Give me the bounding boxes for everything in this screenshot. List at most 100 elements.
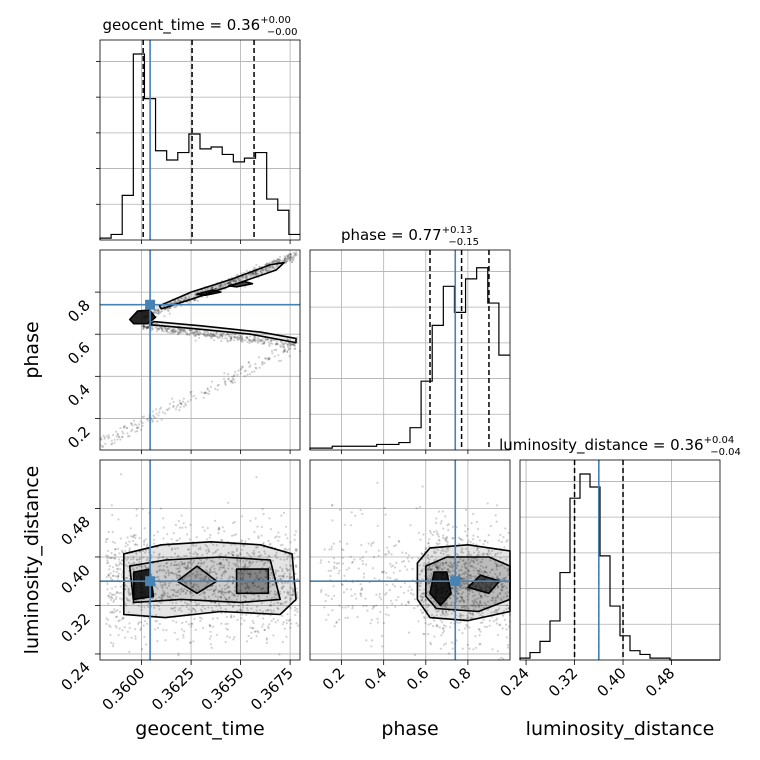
x-axis-label-luminosity_distance: luminosity_distance bbox=[526, 718, 715, 740]
sample-point bbox=[233, 593, 236, 597]
sample-point bbox=[235, 533, 238, 536]
sample-point bbox=[267, 358, 270, 361]
sample-point bbox=[129, 527, 132, 530]
sample-point bbox=[365, 639, 368, 642]
sample-point bbox=[255, 476, 258, 479]
sample-point bbox=[206, 333, 209, 336]
sample-point bbox=[289, 541, 292, 544]
sample-point bbox=[126, 557, 130, 560]
sample-point bbox=[254, 272, 257, 275]
sample-point bbox=[208, 334, 211, 338]
sample-point bbox=[227, 564, 230, 567]
sample-point bbox=[479, 630, 482, 633]
sample-point bbox=[393, 585, 396, 588]
sample-point bbox=[279, 566, 282, 569]
sample-point bbox=[474, 635, 477, 638]
sample-point bbox=[475, 646, 478, 650]
sample-point bbox=[421, 485, 424, 488]
sample-point bbox=[161, 594, 164, 597]
sample-point bbox=[171, 328, 174, 331]
sample-point bbox=[147, 605, 150, 609]
sample-point bbox=[202, 396, 205, 399]
sample-point bbox=[177, 519, 180, 523]
sample-point bbox=[293, 538, 296, 542]
sample-point bbox=[247, 572, 250, 575]
sample-point bbox=[101, 445, 104, 448]
sample-point bbox=[268, 357, 271, 360]
sample-point bbox=[187, 400, 190, 403]
sample-point bbox=[219, 283, 222, 287]
sample-point bbox=[184, 296, 188, 299]
sample-point bbox=[282, 511, 286, 514]
sample-point bbox=[423, 633, 426, 636]
sample-point bbox=[256, 340, 260, 343]
sample-point bbox=[117, 574, 120, 577]
sample-point bbox=[186, 565, 189, 569]
sample-point bbox=[263, 361, 266, 365]
sample-point bbox=[258, 366, 261, 369]
sample-point bbox=[189, 391, 192, 394]
sample-point bbox=[113, 441, 116, 444]
sample-point bbox=[261, 625, 264, 628]
sample-point bbox=[200, 608, 203, 611]
sample-point bbox=[193, 394, 196, 397]
sample-point bbox=[195, 330, 198, 333]
sample-point bbox=[146, 622, 149, 625]
panel-title-phase: phase = 0.77+0.13−0.15 bbox=[341, 225, 479, 248]
sample-point bbox=[146, 327, 149, 330]
sample-point bbox=[262, 342, 265, 345]
sample-point bbox=[252, 553, 256, 557]
sample-point bbox=[123, 636, 127, 639]
sample-point bbox=[168, 407, 171, 410]
sample-point bbox=[182, 633, 185, 637]
sample-point bbox=[266, 266, 269, 269]
sample-point bbox=[201, 553, 204, 557]
sample-point bbox=[143, 543, 146, 546]
sample-point bbox=[157, 578, 161, 581]
sample-point bbox=[281, 586, 285, 589]
sample-point bbox=[158, 311, 161, 314]
sample-point bbox=[177, 331, 180, 334]
sample-point bbox=[373, 577, 376, 580]
sample-point bbox=[407, 589, 410, 592]
sample-point bbox=[111, 645, 115, 648]
sample-point bbox=[293, 254, 296, 257]
sample-point bbox=[461, 647, 464, 650]
sample-point bbox=[231, 592, 235, 595]
sample-point bbox=[175, 572, 178, 575]
sample-point bbox=[205, 538, 209, 541]
sample-point bbox=[283, 349, 286, 352]
sample-point bbox=[171, 329, 174, 332]
sample-point bbox=[187, 548, 190, 551]
sample-point bbox=[124, 545, 127, 548]
sample-point bbox=[292, 591, 295, 594]
sample-point bbox=[286, 537, 289, 540]
sample-point bbox=[106, 562, 109, 565]
sample-point bbox=[260, 602, 263, 605]
sample-point bbox=[193, 334, 196, 338]
sample-point bbox=[219, 561, 222, 565]
sample-point bbox=[165, 562, 168, 565]
sample-point bbox=[111, 566, 114, 569]
sample-point bbox=[229, 332, 232, 336]
sample-point bbox=[438, 539, 441, 542]
sample-point bbox=[282, 343, 286, 346]
sample-point bbox=[253, 630, 256, 633]
sample-point bbox=[119, 568, 122, 571]
sample-point bbox=[155, 412, 158, 415]
sample-point bbox=[398, 569, 401, 573]
sample-point bbox=[435, 530, 438, 533]
sample-point bbox=[214, 287, 217, 291]
sample-point bbox=[112, 557, 115, 560]
sample-point bbox=[144, 325, 147, 328]
sample-point bbox=[252, 272, 255, 275]
sample-point bbox=[290, 594, 294, 597]
sample-point bbox=[261, 363, 264, 366]
sample-point bbox=[121, 629, 124, 632]
sample-point bbox=[211, 285, 214, 288]
sample-point bbox=[210, 286, 213, 289]
sample-point bbox=[488, 624, 491, 627]
sample-point bbox=[192, 607, 195, 611]
sample-point bbox=[172, 619, 175, 623]
sample-point bbox=[283, 627, 286, 630]
